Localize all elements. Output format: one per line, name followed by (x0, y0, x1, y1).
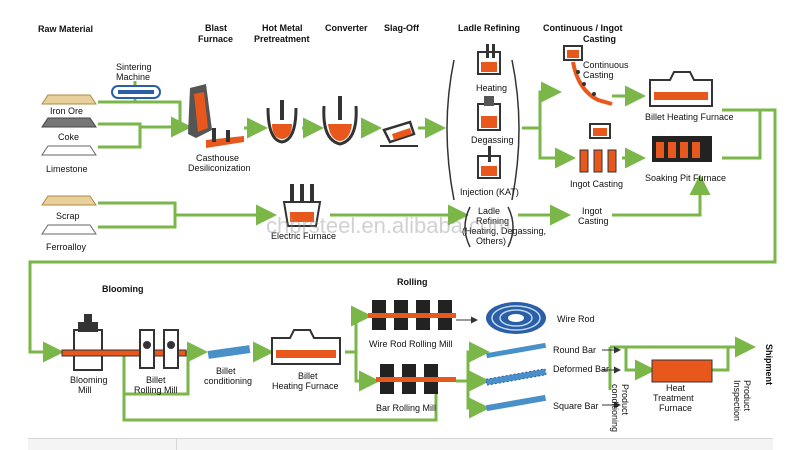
label-iron-ore: Iron Ore (50, 106, 83, 116)
header-blast-furnace-1: Blast (205, 23, 227, 33)
label-product-insp-1: Product (742, 380, 752, 412)
billet-rolling-mill (139, 329, 179, 369)
header-converter: Converter (325, 23, 368, 33)
ferroalloy-pile (41, 224, 97, 235)
continuous-caster (563, 45, 613, 106)
label-product-cond-1: Product (620, 384, 630, 416)
bottom-strip-cell (28, 439, 177, 450)
label-heating: Heating (476, 83, 507, 93)
label-ingot2-2: Casting (578, 216, 609, 226)
label-billet-heating2-1: Billet (298, 371, 318, 381)
header-rolling: Rolling (397, 277, 428, 287)
bottom-strip (28, 438, 773, 450)
header-ladle-refining: Ladle Refining (458, 23, 520, 33)
label-sintering-1: Sintering (116, 62, 152, 72)
label-heat-2: Treatment (653, 393, 694, 403)
header-slag-off: Slag-Off (384, 23, 420, 33)
round-bar (486, 342, 547, 359)
label-electric-furnace: Electric Furnace (271, 231, 336, 241)
label-casthouse-1: Casthouse (196, 153, 239, 163)
label-bar-mill: Bar Rolling Mill (376, 403, 436, 413)
deformed-bar (485, 368, 547, 386)
label-billet-rolling-2: Rolling Mill (134, 385, 178, 395)
bracket2-right (507, 206, 514, 248)
header-raw-material: Raw Material (38, 24, 93, 34)
label-blooming-mill-1: Blooming (70, 375, 108, 385)
label-deformed-bar: Deformed Bar (553, 364, 609, 374)
label-ladle2-1: Ladle (478, 206, 500, 216)
header-continuous-ingot-2: Casting (583, 34, 616, 44)
limestone-pile (41, 145, 97, 156)
label-ladle2-3: (Heating, Degassing, (462, 226, 546, 236)
iron-ore-pile (41, 94, 97, 105)
heat-treatment-furnace (651, 359, 713, 383)
label-casthouse-2: Desiliconization (188, 163, 251, 173)
label-heat-1: Heat (666, 383, 686, 393)
billet-heating-furnace-top (649, 71, 713, 107)
slag-off (380, 120, 418, 147)
label-billet-heating2-2: Heating Furnace (272, 381, 339, 391)
label-heat-3: Furnace (659, 403, 692, 413)
label-ladle2-2: Refining (476, 216, 509, 226)
label-ingot-casting: Ingot Casting (570, 179, 623, 189)
bar-rolling-mill (376, 364, 456, 394)
billet-heating-furnace-bottom (271, 329, 341, 365)
hot-metal-ladle (266, 100, 298, 144)
square-bar (485, 394, 547, 412)
label-wire-rod-mill: Wire Rod Rolling Mill (369, 339, 453, 349)
electric-furnace (282, 184, 322, 227)
bracket-right (511, 59, 520, 201)
ingot-caster (579, 123, 617, 173)
wire-rod-rolling-mill (368, 300, 456, 330)
blooming-mill (61, 314, 187, 371)
blast-furnace (188, 84, 244, 148)
ladle-injection (477, 146, 501, 179)
wire-rod-coil (486, 302, 546, 334)
ladle-degassing (477, 96, 501, 131)
header-blooming: Blooming (102, 284, 144, 294)
label-ladle2-4: Others) (476, 236, 506, 246)
watermark: chbrsteel.en.alibaba.com (266, 213, 511, 238)
label-continuous-1: Continuous (583, 60, 629, 70)
label-ingot2-1: Ingot (582, 206, 603, 216)
label-wire-rod: Wire Rod (557, 314, 595, 324)
scrap-pile (41, 195, 97, 206)
header-continuous-ingot-1: Continuous / Ingot (543, 23, 622, 33)
label-billet-cond-2: conditioning (204, 376, 252, 386)
sintering-machine (111, 85, 161, 99)
header-hot-metal-1: Hot Metal (262, 23, 303, 33)
billet-bar (207, 345, 251, 359)
label-coke: Coke (58, 132, 79, 142)
label-billet-heating: Billet Heating Furnace (645, 112, 734, 122)
label-ferroalloy: Ferroalloy (46, 242, 87, 252)
header-shipment: Shipment (764, 344, 774, 385)
header-hot-metal-2: Pretreatment (254, 34, 310, 44)
label-product-cond-2: conditioning (610, 384, 620, 432)
label-billet-rolling-1: Billet (146, 375, 166, 385)
converter (322, 96, 358, 146)
label-billet-cond-1: Billet (216, 366, 236, 376)
black-arrows (456, 316, 621, 409)
label-round-bar: Round Bar (553, 345, 596, 355)
header-blast-furnace-2: Furnace (198, 34, 233, 44)
label-injection: Injection (KAT) (460, 187, 519, 197)
label-limestone: Limestone (46, 164, 88, 174)
label-product-insp-2: Inspection (732, 380, 742, 421)
label-soaking-pit: Soaking Pit Furnace (645, 173, 726, 183)
flow-lines (28, 81, 777, 422)
bracket-left (446, 59, 455, 201)
label-degassing: Degassing (471, 135, 514, 145)
label-sintering-2: Machine (116, 72, 150, 82)
coke-pile (41, 117, 97, 128)
ladle-heating (477, 44, 501, 75)
label-blooming-mill-2: Mill (78, 385, 92, 395)
label-square-bar: Square Bar (553, 401, 599, 411)
soaking-pit-furnace (652, 136, 712, 162)
bracket2-left (464, 206, 471, 248)
label-scrap: Scrap (56, 211, 80, 221)
label-continuous-2: Casting (583, 70, 614, 80)
